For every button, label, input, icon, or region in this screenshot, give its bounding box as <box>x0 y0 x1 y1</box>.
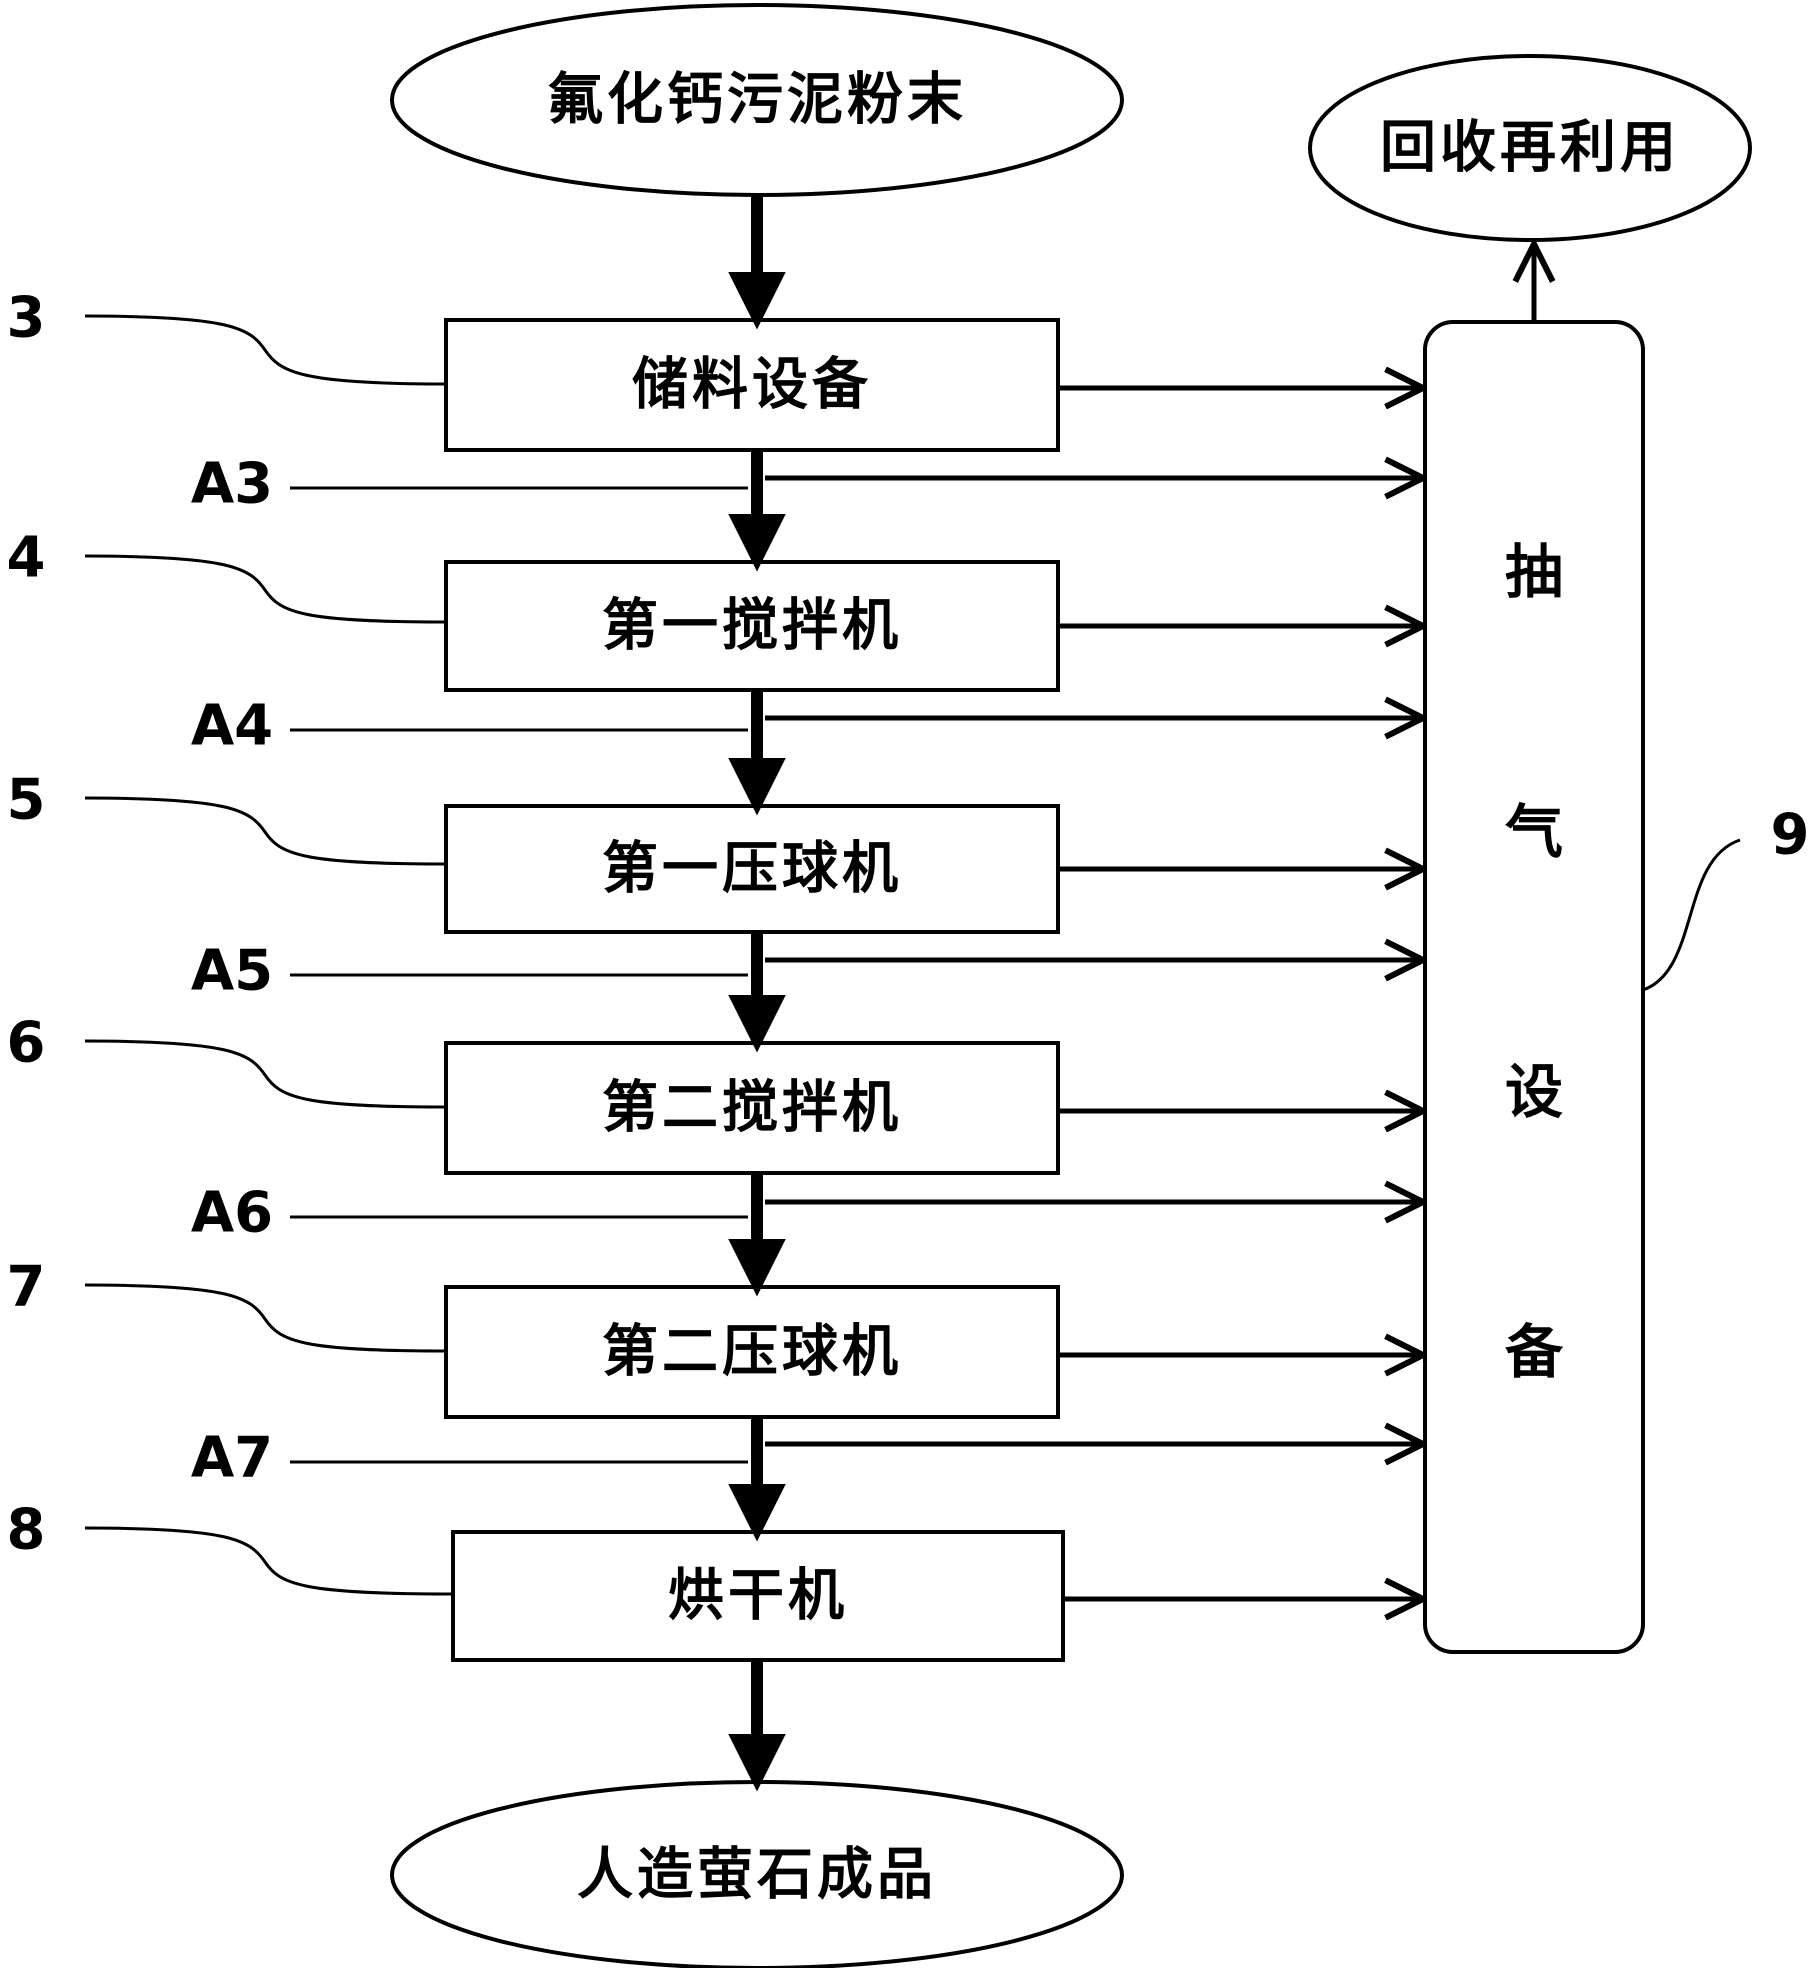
line-ref-a6: A6 <box>191 1181 748 1246</box>
stage-dryer: 烘干机 <box>451 1530 1065 1662</box>
stage-ref-3: 3 <box>7 286 447 386</box>
line-ref-a5: A5 <box>191 939 748 1004</box>
stage-label: 第二搅拌机 <box>602 1076 902 1141</box>
exhaust-ref-label: 9 <box>1771 803 1810 868</box>
stage-storage: 储料设备 <box>444 318 1060 452</box>
stage-label: 第二压球机 <box>602 1320 902 1385</box>
stage-ref-label: 7 <box>7 1255 46 1320</box>
recycle-node: 回收再利用 <box>1308 54 1752 242</box>
stage-second-briquetter: 第二压球机 <box>444 1285 1060 1419</box>
stage-first-briquetter: 第一压球机 <box>444 804 1060 934</box>
input-label: 氟化钙污泥粉末 <box>547 68 967 133</box>
line-ref-label: A3 <box>191 452 273 517</box>
exhaust-ref-leader <box>1642 838 1741 992</box>
exhaust-equipment: 抽 气 设 备 <box>1423 320 1645 1654</box>
line-ref-label: A4 <box>191 694 273 759</box>
stage-ref-5: 5 <box>7 768 447 866</box>
stage-ref-label: 6 <box>7 1011 46 1076</box>
output-node: 人造萤石成品 <box>390 1780 1124 1968</box>
recycle-label: 回收再利用 <box>1380 116 1680 181</box>
line-ref-a4: A4 <box>191 694 748 759</box>
stage-ref-label: 8 <box>7 1498 46 1563</box>
stage-ref-label: 3 <box>7 286 46 351</box>
exhaust-char-1: 抽 <box>1505 538 1563 606</box>
stage-second-mixer: 第二搅拌机 <box>444 1041 1060 1175</box>
line-ref-label: A7 <box>191 1426 273 1491</box>
stage-label: 第一压球机 <box>602 837 902 902</box>
line-ref-a3: A3 <box>191 452 748 517</box>
exhaust-char-4: 备 <box>1505 1318 1564 1386</box>
stage-ref-4: 4 <box>7 526 447 624</box>
exhaust-char-3: 设 <box>1505 1058 1563 1126</box>
output-label: 人造萤石成品 <box>577 1843 937 1908</box>
exhaust-char-2: 气 <box>1505 798 1563 866</box>
stage-ref-label: 4 <box>7 526 46 591</box>
stage-label: 储料设备 <box>632 353 872 418</box>
stage-ref-7: 7 <box>7 1255 447 1353</box>
line-ref-a7: A7 <box>191 1426 748 1491</box>
stage-ref-6: 6 <box>7 1011 447 1109</box>
stage-label: 烘干机 <box>668 1564 848 1629</box>
stage-ref-8: 8 <box>7 1498 454 1596</box>
line-ref-label: A6 <box>191 1181 273 1246</box>
stage-ref-label: 5 <box>7 768 46 833</box>
stage-first-mixer: 第一搅拌机 <box>444 560 1060 692</box>
stage-label: 第一搅拌机 <box>602 594 902 659</box>
input-node: 氟化钙污泥粉末 <box>390 3 1124 197</box>
line-ref-label: A5 <box>191 939 273 1004</box>
